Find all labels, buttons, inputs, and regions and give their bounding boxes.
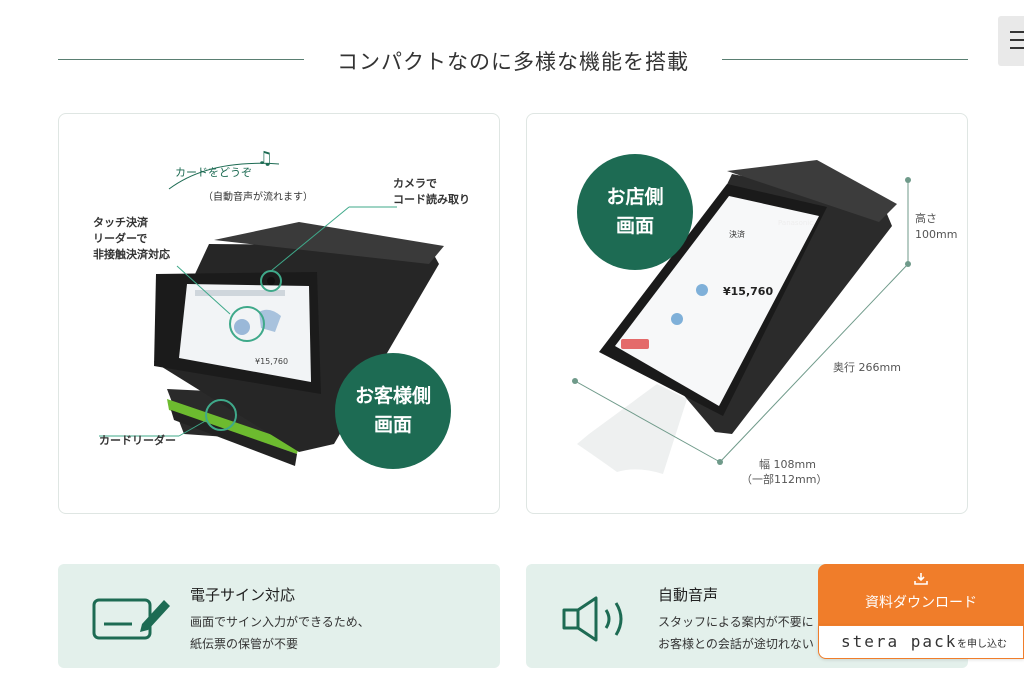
touch-label-line3: 非接触決済対応: [93, 248, 170, 261]
width-note: （一部112mm）: [741, 473, 828, 486]
store-terminal-illustration: Panasonic 決済 ¥15,760: [572, 160, 911, 474]
store-side-card: Panasonic 決済 ¥15,760 お店側 画面 高さ 100mm 奥行 …: [526, 113, 968, 514]
menu-icon-bar: [1010, 31, 1024, 33]
customer-side-badge: お客様側 画面: [335, 353, 451, 469]
menu-icon-bar: [1010, 39, 1024, 41]
apply-label: を申し込む: [957, 639, 1007, 650]
touch-label-line2: リーダーで: [93, 232, 148, 245]
feature-desc-line2: お客様との会話が途切れない: [658, 637, 814, 651]
feature-desc-line2: 紙伝票の保管が不要: [190, 637, 299, 651]
camera-label-line1: カメラで: [393, 177, 437, 190]
speech-text: カードをどうぞ: [175, 166, 252, 179]
badge-line1: お店側: [606, 186, 664, 208]
height-label: 高さ: [915, 212, 937, 225]
speaker-icon: [562, 596, 623, 642]
menu-button[interactable]: [998, 16, 1024, 66]
badge-line2: 画面: [615, 215, 654, 237]
badge-line2: 画面: [373, 414, 412, 436]
heading-rule-left: [58, 59, 304, 60]
download-label: 資料ダウンロード: [865, 595, 977, 611]
signature-card-icon: [92, 598, 170, 640]
music-note-icon: ♫: [257, 148, 273, 169]
heading-rule-right: [722, 59, 968, 60]
depth-value: 奥行 266mm: [833, 361, 901, 374]
reader-label: カードリーダー: [99, 434, 176, 447]
badge-line1: お客様側: [354, 385, 431, 407]
download-button[interactable]: 資料ダウンロード: [818, 564, 1024, 627]
touch-label-line1: タッチ決済: [93, 216, 148, 229]
stera-pack-apply-button[interactable]: stera pack を申し込む: [818, 625, 1024, 659]
feature-title: 電子サイン対応: [190, 586, 296, 604]
store-screen-amount: ¥15,760: [723, 285, 773, 298]
height-value: 100mm: [915, 228, 958, 241]
voice-note: （自動音声が流れます）: [203, 192, 313, 203]
customer-screen-amount: ¥15,760: [255, 357, 288, 366]
store-screen-title: 決済: [729, 229, 745, 239]
store-brand: Panasonic: [778, 219, 813, 227]
feature-desc-line1: スタッフによる案内が不要に: [658, 615, 814, 629]
download-icon: [914, 573, 928, 585]
menu-icon-bar: [1010, 47, 1024, 49]
section-heading: コンパクトなのに多様な機能を搭載: [58, 40, 968, 80]
feature-title: 自動音声: [658, 586, 719, 604]
customer-terminal-illustration: ♫ ¥15,760: [99, 148, 444, 466]
width-value: 幅 108mm: [759, 458, 816, 471]
section-title: コンパクトなのに多様な機能を搭載: [337, 50, 689, 74]
customer-side-card: ♫ ¥15,760 カードをどうぞ （自動音声が流れます） カメラで コード読み…: [58, 113, 500, 514]
feature-desc-line1: 画面でサイン入力ができるため、: [190, 615, 370, 629]
store-side-badge: お店側 画面: [577, 154, 693, 270]
feature-signature: 電子サイン対応 画面でサイン入力ができるため、 紙伝票の保管が不要: [58, 564, 500, 668]
camera-label-line2: コード読み取り: [393, 193, 470, 206]
stera-pack-logo: stera pack: [841, 632, 958, 651]
